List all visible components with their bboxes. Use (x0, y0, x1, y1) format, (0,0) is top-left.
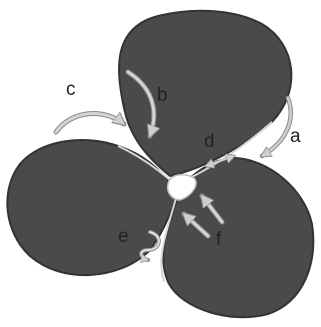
label-b: b (157, 85, 168, 106)
label-c: c (66, 79, 76, 100)
label-a: a (290, 126, 301, 147)
label-f: f (216, 229, 222, 250)
left-lobe (7, 140, 176, 275)
label-e: e (118, 226, 129, 247)
label-d: d (204, 131, 215, 152)
